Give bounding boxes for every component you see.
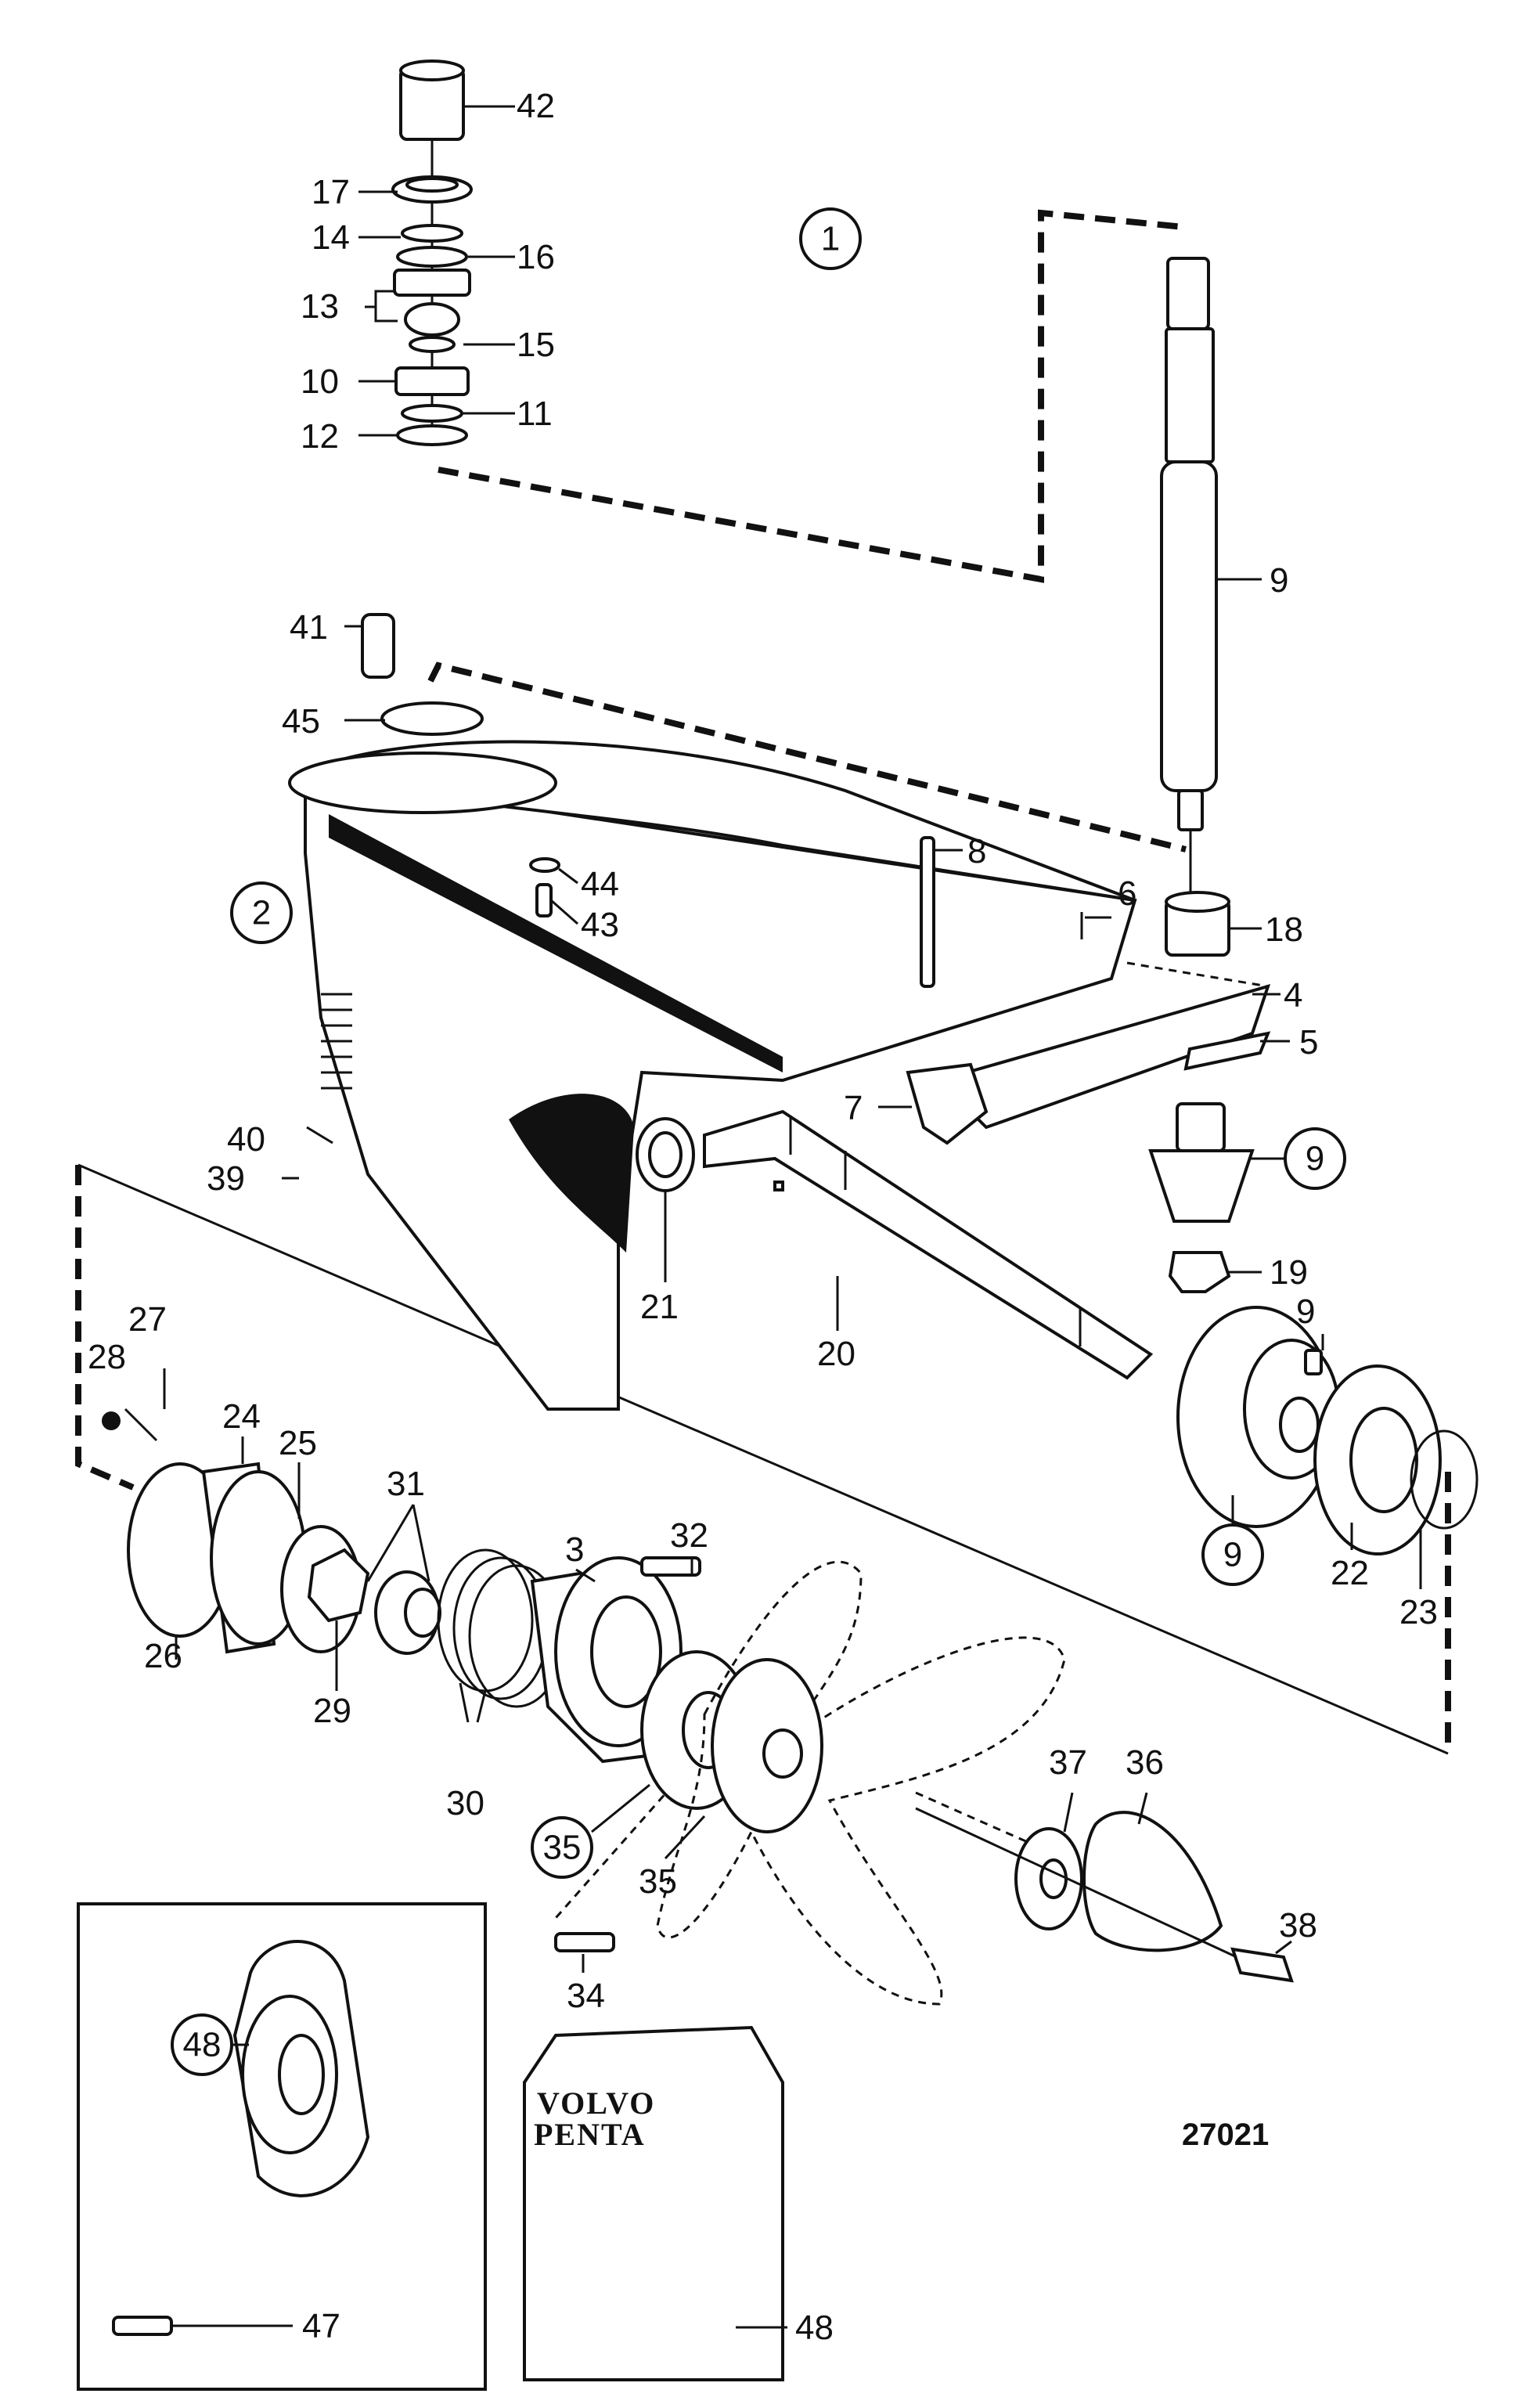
part-label-10: 9 — [1296, 1292, 1315, 1331]
part-label-42: 40 — [227, 1120, 265, 1159]
part-label-33: 31 — [387, 1465, 425, 1503]
nut-31 — [307, 1548, 370, 1623]
circled-callouts: 1 2 9 9 35 48 — [171, 207, 1346, 2076]
propeller-shaft-22 — [703, 1109, 1154, 1380]
screw-49 — [112, 2316, 173, 2336]
trim-tab-plate — [1183, 1031, 1271, 1071]
bearing-23 — [636, 1117, 695, 1192]
part-label-11: 9 — [1270, 561, 1288, 600]
part-label-16: 14 — [312, 218, 350, 257]
housing-vent-slots — [321, 993, 352, 1090]
bearing-carrier-3 — [530, 1556, 683, 1764]
screw-axis — [915, 1807, 1237, 1959]
washer-39 — [1014, 1827, 1083, 1930]
part-label-8: 8 — [967, 832, 986, 871]
part-label-40: 38 — [1279, 1906, 1317, 1945]
part-label-22: 20 — [817, 1335, 855, 1373]
part-label-5: 5 — [1299, 1023, 1318, 1062]
part-label-36: 34 — [567, 1977, 605, 2015]
part-label-13: 11 — [517, 395, 553, 433]
part-label-15: 13 — [301, 287, 339, 326]
lock-ring-25 — [1410, 1429, 1479, 1530]
forward-gear — [1176, 1306, 1340, 1528]
o-ring-47 — [380, 701, 484, 736]
part-label-19: 17 — [312, 173, 350, 211]
part-labels: 42 17 14 16 13 15 10 11 12 9 41 45 8 6 4… — [88, 87, 1438, 2347]
screw-45 — [535, 883, 553, 917]
callout-label-48: 48 — [183, 2026, 222, 2064]
brand-line-1: VOLVO — [537, 2085, 655, 2121]
part-label-37: 35 — [639, 1862, 677, 1901]
screw-36 — [554, 1932, 615, 1952]
part-label-23: 21 — [640, 1288, 679, 1326]
pinion-gear-upper — [1148, 1102, 1255, 1223]
assembly-dashed-lines — [75, 209, 1451, 2216]
bolt-34 — [640, 1556, 701, 1577]
part-label-21: 19 — [1270, 1253, 1308, 1292]
callout-label-9-upper: 9 — [1306, 1140, 1324, 1178]
callout-label-1: 1 — [821, 220, 840, 258]
part-label-45: 43 — [581, 906, 619, 944]
part-label-25: 23 — [1399, 1593, 1438, 1631]
brand-line-2: PENTA — [534, 2117, 646, 2152]
part-label-34: 32 — [670, 1516, 708, 1555]
part-label-4: 4 — [1284, 976, 1302, 1015]
parts-bag-50 — [523, 2025, 784, 2381]
part-label-3: 3 — [565, 1530, 584, 1569]
callout-label-9-lower: 9 — [1223, 1536, 1242, 1574]
part-label-50: 48 — [795, 2309, 834, 2347]
part-label-17: 15 — [517, 326, 555, 364]
part-label-12: 10 — [301, 362, 339, 401]
bolt-8 — [920, 836, 935, 988]
upper-bearing-stack — [391, 59, 473, 446]
propeller-37 — [656, 1560, 1066, 2006]
part-label-31: 29 — [313, 1692, 351, 1730]
propeller-cone-38 — [1082, 1811, 1223, 1952]
part-label-26: 24 — [222, 1397, 261, 1436]
callout-label-35: 35 — [543, 1829, 582, 1867]
part-label-6: 6 — [1118, 874, 1136, 913]
part-label-7: 7 — [844, 1089, 863, 1127]
part-label-28: 26 — [144, 1637, 182, 1675]
bearing-20 — [1165, 891, 1230, 957]
part-label-44: 42 — [517, 87, 555, 125]
part-label-14: 12 — [301, 417, 339, 456]
part-label-41: 39 — [207, 1159, 245, 1198]
screw-40 — [1230, 1947, 1294, 1983]
bolt-29 — [124, 1408, 158, 1442]
detail-box — [77, 1902, 487, 2391]
fin-part-7 — [906, 1062, 989, 1145]
reference-number: 27021 — [1182, 2118, 1269, 2152]
part-label-18: 16 — [517, 238, 555, 276]
sleeve-43 — [361, 613, 395, 679]
part-label-49: 47 — [302, 2307, 340, 2345]
bearing-33 — [374, 1570, 441, 1655]
vertical-driveshaft — [1160, 257, 1218, 900]
part-label-24: 22 — [1331, 1554, 1369, 1592]
thrust-washer-24 — [1313, 1364, 1442, 1555]
leader-lines — [163, 105, 1422, 2329]
bushing-10 — [1304, 1349, 1323, 1375]
bearing-housing-26 — [201, 1462, 307, 1654]
part-label-20: 18 — [1265, 910, 1303, 949]
part-label-29: 27 — [128, 1300, 167, 1339]
part-label-30: 28 — [88, 1338, 126, 1376]
zone-separator-line — [77, 1163, 1449, 1755]
part-label-32: 30 — [446, 1784, 484, 1822]
nut-21 — [1168, 1251, 1231, 1293]
part-label-27: 25 — [279, 1424, 317, 1462]
bolt-30 — [102, 1411, 121, 1430]
part-label-38: 36 — [1126, 1743, 1164, 1782]
callout-label-2: 2 — [252, 894, 271, 932]
part-label-47: 45 — [282, 702, 320, 741]
part-label-43: 41 — [290, 608, 328, 647]
washer-46 — [529, 857, 560, 873]
part-label-46: 44 — [581, 865, 619, 903]
part-label-39: 37 — [1049, 1743, 1087, 1782]
